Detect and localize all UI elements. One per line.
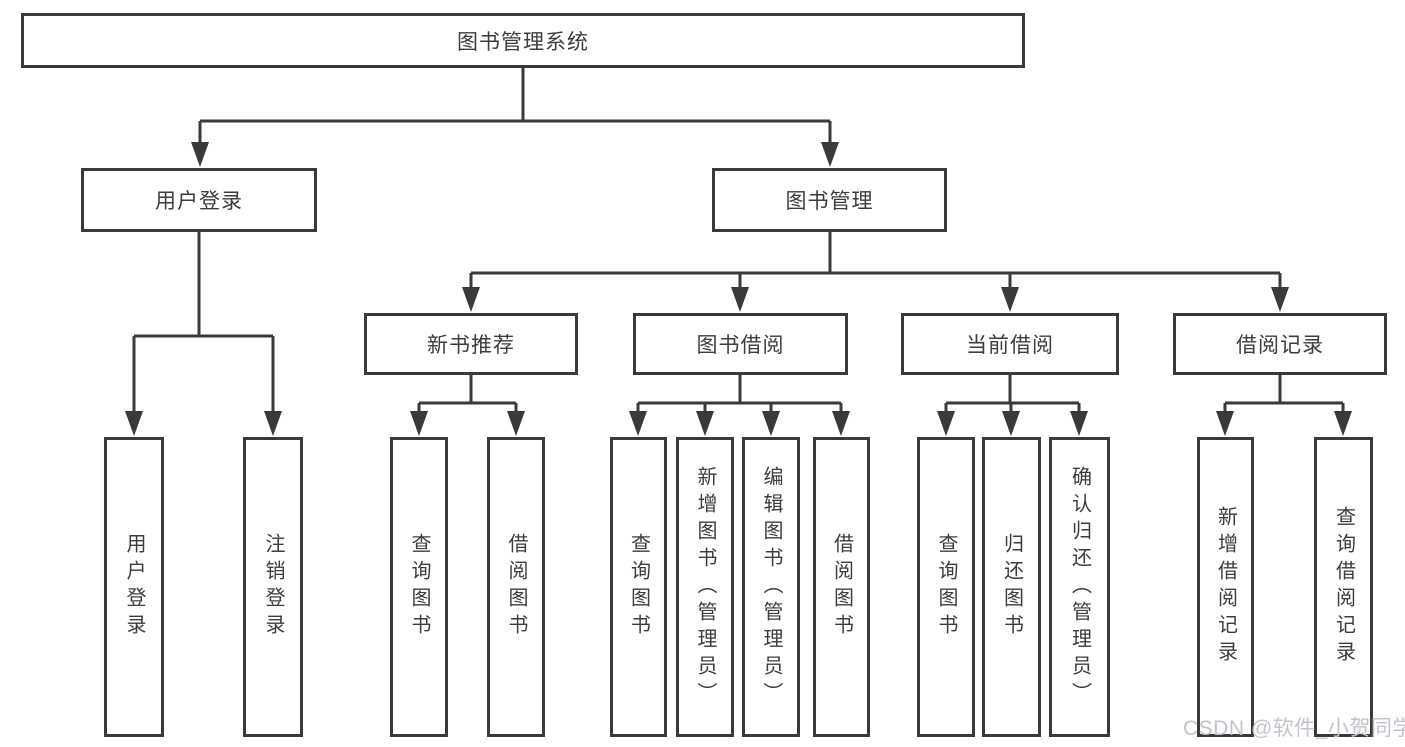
csdn-watermark: CSDN @软件_小贺同学 <box>1183 717 1405 740</box>
leaf-borrow-books-recommend: 借阅图书 <box>487 437 545 737</box>
edge-lines <box>132 68 1345 418</box>
leaf-add-books-admin: 新增图书（管理员） <box>676 437 734 737</box>
node-borrowing-records: 借阅记录 <box>1173 313 1387 375</box>
leaf-return-books: 归还图书 <box>982 437 1041 737</box>
arrowheads <box>125 142 1352 436</box>
leaf-confirm-return-admin: 确认归还（管理员） <box>1049 437 1110 737</box>
node-current-borrowing: 当前借阅 <box>901 313 1119 375</box>
leaf-query-books-recommend: 查询图书 <box>390 437 448 737</box>
leaf-query-books-borrowing: 查询图书 <box>610 437 667 737</box>
node-book-borrowing: 图书借阅 <box>633 313 848 375</box>
node-user-login: 用户登录 <box>81 168 317 232</box>
leaf-user-login: 用户登录 <box>104 437 164 737</box>
node-root-system: 图书管理系统 <box>21 13 1025 68</box>
leaf-borrow-books-borrowing: 借阅图书 <box>813 437 870 737</box>
leaf-edit-books-admin: 编辑图书（管理员） <box>742 437 800 737</box>
leaf-query-books-current: 查询图书 <box>917 437 975 737</box>
leaf-logout: 注销登录 <box>243 437 303 737</box>
leaf-query-borrow-record: 查询借阅记录 <box>1314 437 1373 737</box>
node-new-book-recommendation: 新书推荐 <box>364 313 578 375</box>
node-book-management: 图书管理 <box>712 168 947 232</box>
leaf-add-borrow-record: 新增借阅记录 <box>1197 437 1254 737</box>
